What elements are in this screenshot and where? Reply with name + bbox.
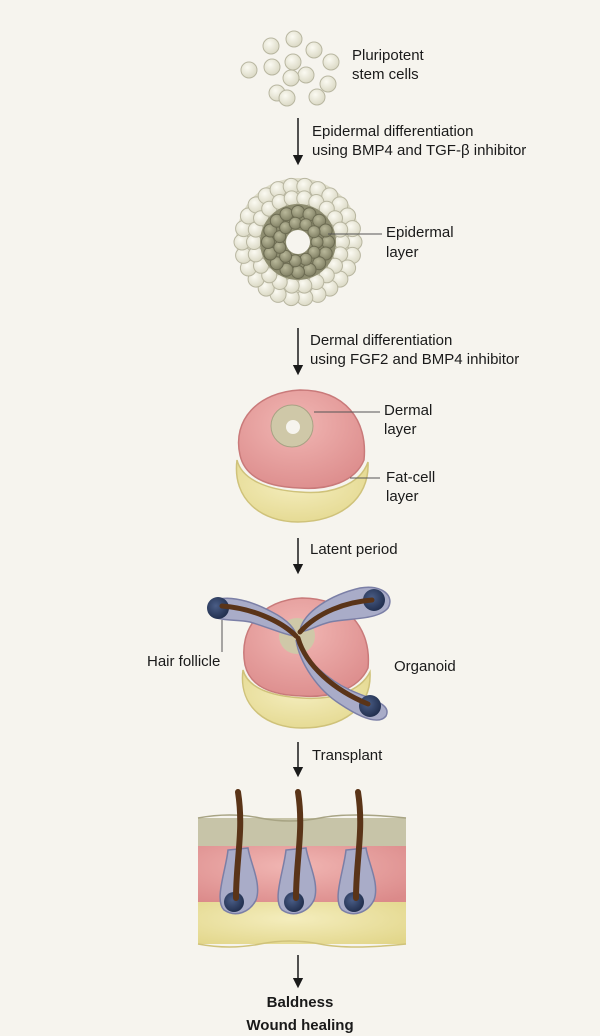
- epidermal-cell: [263, 223, 278, 238]
- step1-label-line2: using BMP4 and TGF-β inhibitor: [312, 142, 527, 159]
- epidermal-cell: [291, 205, 305, 219]
- skin-follicle-1: [219, 789, 259, 915]
- step2-label-line1: Dermal differentiation: [310, 332, 453, 349]
- outcome-baldness: Baldness: [266, 994, 334, 1011]
- epidermal-cell: [318, 223, 333, 238]
- hair-follicle-right: [297, 586, 391, 635]
- epidermal-cell: [279, 262, 294, 277]
- stem-cells-label-line2: stem cells: [352, 66, 419, 83]
- organoid-label: Organoid: [394, 658, 456, 675]
- epidermal-cell: [261, 235, 275, 249]
- skin-follicle-2: [277, 789, 317, 915]
- stem-cells-label-line1: Pluripotent: [352, 47, 424, 64]
- hair-follicle-label: Hair follicle: [147, 653, 221, 670]
- epidermal-cell: [312, 213, 327, 228]
- epidermal-cell: [273, 240, 287, 254]
- hair-follicle-left: [207, 597, 299, 639]
- step1-label-line1: Epidermal differentiation: [312, 123, 474, 140]
- step4-label: Transplant: [312, 747, 383, 764]
- stem-cells-cluster: [240, 30, 340, 107]
- epidermal-cell: [291, 265, 305, 279]
- dermal-label-line2: layer: [384, 421, 417, 438]
- step2-label-line2: using FGF2 and BMP4 inhibitor: [310, 351, 520, 368]
- dermal-fat-sphere: [235, 389, 369, 523]
- epidermal-aggregate: [233, 177, 363, 307]
- epidermal-cell: [279, 249, 293, 263]
- epidermal-label-line1: Epidermal: [386, 224, 454, 241]
- fat-label-line1: Fat-cell: [386, 469, 436, 486]
- epidermal-label-line2: layer: [386, 244, 419, 261]
- epidermal-cell: [269, 256, 284, 271]
- hair-follicle-bottom: [295, 635, 388, 721]
- epidermal-cell: [307, 225, 321, 239]
- epidermal-cell: [288, 216, 302, 230]
- skin-follicle-3: [337, 789, 377, 915]
- epidermal-cell: [312, 256, 327, 271]
- fat-label-line2: layer: [386, 488, 419, 505]
- dermal-label-line1: Dermal: [384, 402, 433, 419]
- outcome-wound-healing: Wound healing: [246, 1017, 354, 1034]
- epidermal-cell: [299, 252, 313, 266]
- step3-label: Latent period: [310, 541, 398, 558]
- epidermal-cell: [273, 230, 287, 244]
- epidermal-cell: [269, 213, 284, 228]
